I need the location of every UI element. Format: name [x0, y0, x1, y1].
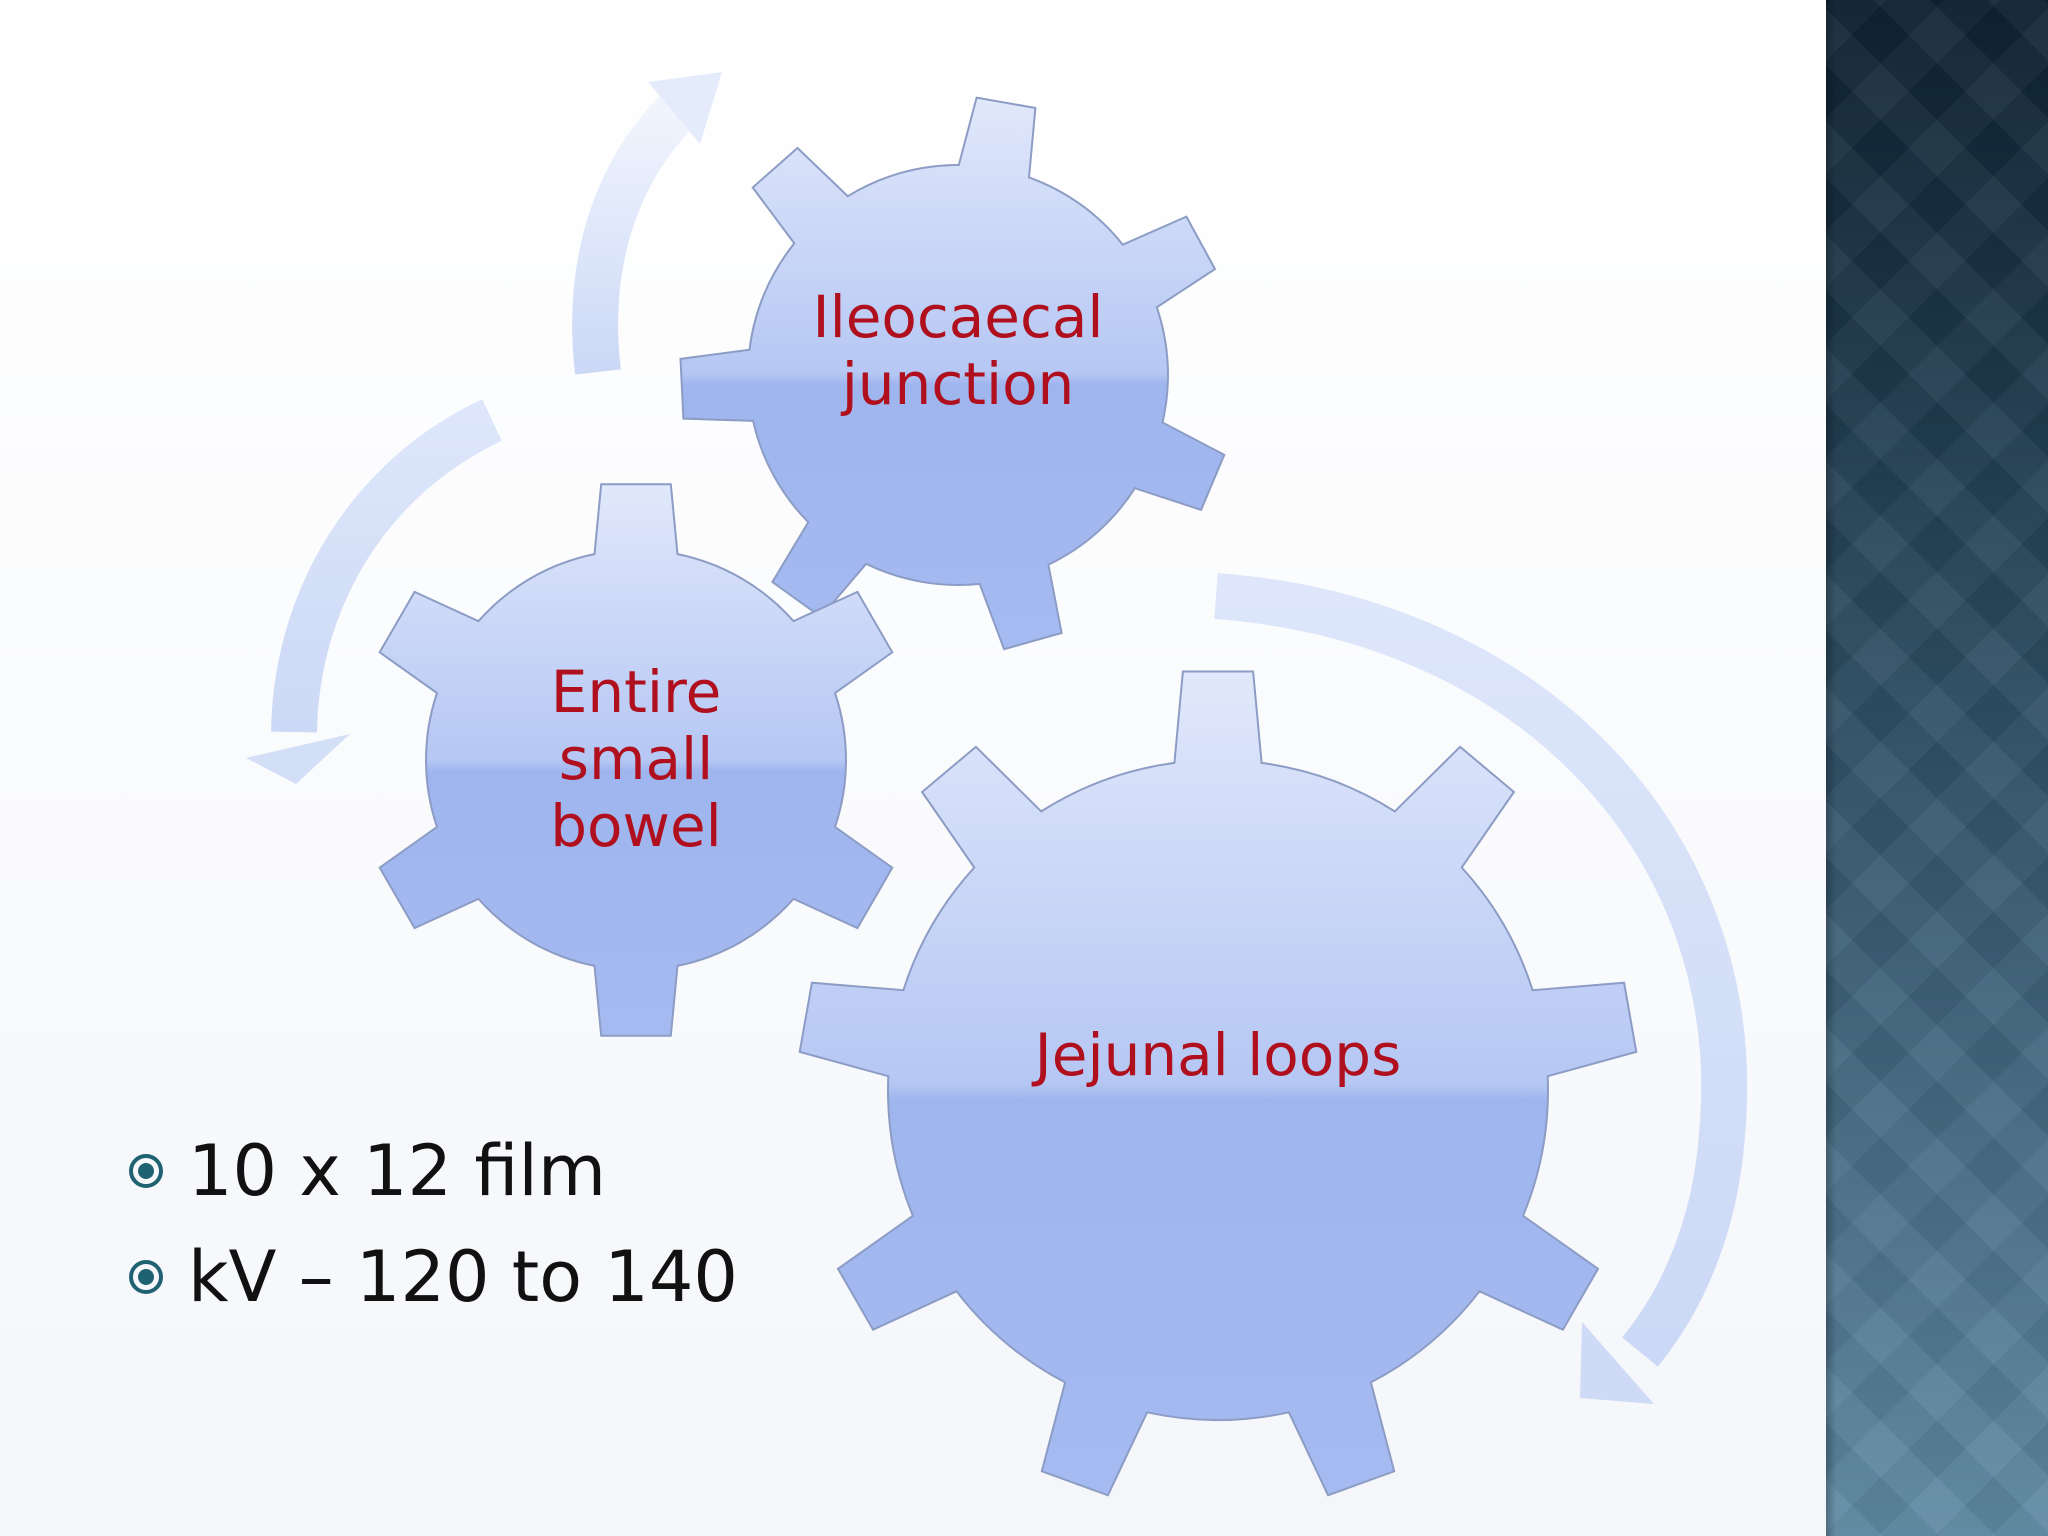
gear-label-jejunal-loops: Jejunal loops: [1032, 1021, 1402, 1089]
gear-entire-small-bowel: [378, 483, 894, 1037]
circle-bullet-icon: [129, 1260, 163, 1294]
gear-label-ileocaecal-line2: junction: [840, 350, 1075, 418]
arrow-right: [1214, 573, 1748, 1404]
gear-shape-ileocaecal: [679, 96, 1226, 651]
bullet-list: 10 x 12 film kV – 120 to 140: [128, 1118, 738, 1330]
arrow-top-left: [572, 72, 722, 375]
arrow-left: [246, 399, 502, 784]
bullet-item: 10 x 12 film: [128, 1118, 738, 1224]
gear-label-small-bowel-line2: small: [559, 725, 714, 793]
gear-label-ileocaecal-line1: Ileocaecal: [812, 283, 1103, 351]
decorative-side-band: [1826, 0, 2048, 1536]
gear-label-small-bowel-line3: bowel: [550, 792, 722, 860]
gear-jejunal-loops: [798, 670, 1638, 1497]
gear-ileocaecal-junction: [679, 96, 1226, 651]
bullet-item: kV – 120 to 140: [128, 1224, 738, 1330]
gear-shape-jejunal: [798, 670, 1638, 1497]
bullet-text: kV – 120 to 140: [188, 1236, 738, 1318]
gear-label-small-bowel-line1: Entire: [551, 658, 722, 726]
bullet-text: 10 x 12 film: [188, 1130, 607, 1212]
circle-bullet-icon: [129, 1154, 163, 1188]
gear-shape-small-bowel: [378, 483, 894, 1037]
